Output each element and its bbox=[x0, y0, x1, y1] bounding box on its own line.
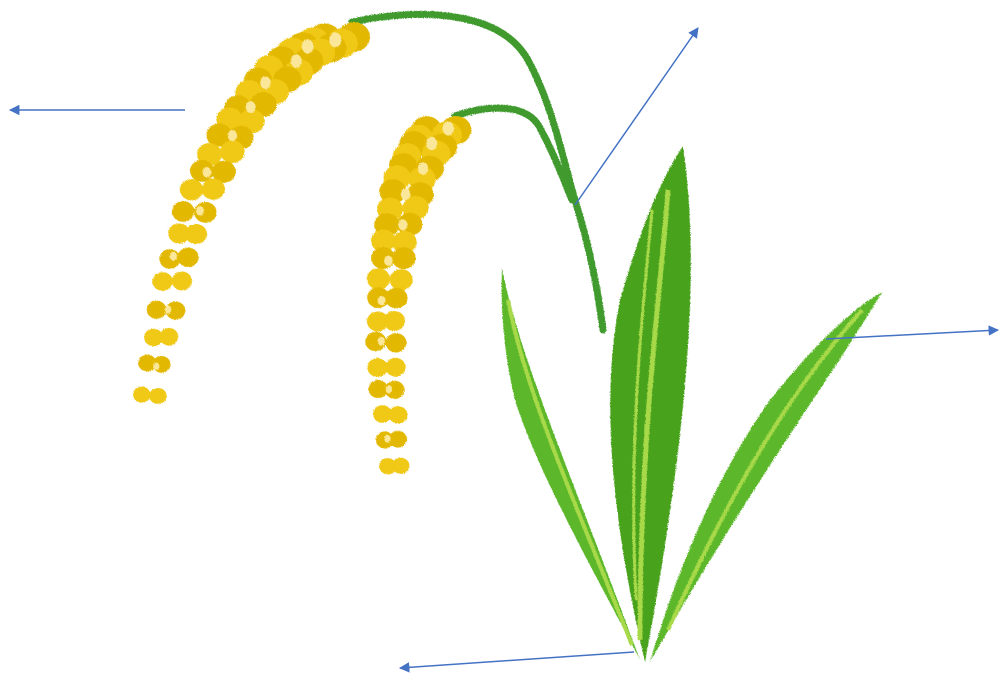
grain-highlight bbox=[378, 337, 385, 346]
grain-kernel bbox=[202, 178, 225, 199]
grain-kernel bbox=[390, 269, 413, 290]
grain-highlight bbox=[228, 130, 237, 141]
grain-highlight bbox=[329, 32, 341, 47]
grain-kernel bbox=[386, 333, 407, 352]
grain-highlight bbox=[384, 435, 390, 443]
grain-kernel bbox=[185, 224, 207, 244]
grain-highlight bbox=[291, 54, 302, 67]
grain-kernel bbox=[392, 247, 416, 269]
annotation-arrows bbox=[10, 28, 998, 668]
grain-highlight bbox=[426, 137, 437, 150]
grain-kernel bbox=[385, 288, 407, 309]
grain-kernel bbox=[172, 272, 192, 291]
grain-kernel bbox=[383, 311, 405, 331]
grain-kernel bbox=[392, 458, 409, 474]
grain-highlight bbox=[386, 385, 393, 393]
grain-highlight bbox=[378, 296, 386, 306]
grain-kernel bbox=[172, 201, 194, 222]
grain-highlight bbox=[260, 76, 270, 89]
grain-kernel bbox=[220, 140, 245, 163]
grain-highlight bbox=[401, 188, 411, 200]
leaves bbox=[502, 146, 882, 662]
grain-highlight bbox=[384, 256, 392, 266]
grain-highlight bbox=[442, 122, 454, 136]
grain-kernel bbox=[147, 301, 167, 319]
grain-highlight bbox=[203, 167, 212, 177]
grain-kernel bbox=[178, 248, 199, 267]
grain-highlight bbox=[398, 219, 407, 230]
grain-kernel bbox=[133, 386, 150, 402]
grain-highlight bbox=[302, 39, 314, 53]
grain-kernel bbox=[385, 358, 405, 377]
left-grain-ear bbox=[133, 22, 370, 404]
grain-kernel bbox=[159, 328, 178, 345]
grain-highlight bbox=[196, 206, 204, 216]
grain-highlight bbox=[170, 252, 177, 261]
grain-kernel bbox=[367, 268, 390, 289]
grain-kernel bbox=[159, 249, 180, 268]
grain-kernel bbox=[180, 179, 203, 200]
grain-highlight bbox=[418, 162, 428, 175]
grain-kernel bbox=[389, 406, 408, 423]
grain-highlight bbox=[165, 305, 172, 313]
grain-kernel bbox=[152, 272, 172, 291]
grain-highlight bbox=[153, 362, 159, 370]
grain-highlight bbox=[246, 101, 256, 113]
right-grain-ear bbox=[365, 116, 471, 474]
grain-kernel bbox=[149, 388, 166, 404]
grain-kernel bbox=[367, 358, 387, 377]
arrow-root bbox=[400, 652, 634, 668]
grain-kernel bbox=[389, 431, 407, 448]
